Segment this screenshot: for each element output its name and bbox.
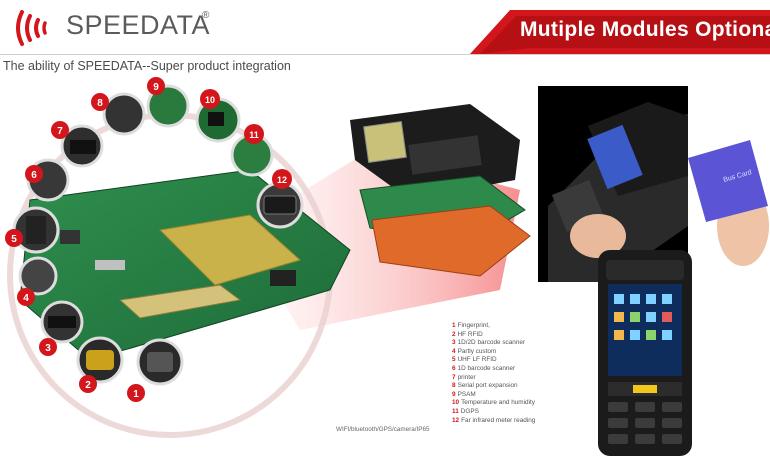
banner-text: Mutiple Modules Optional xyxy=(520,18,770,41)
svg-text:8: 8 xyxy=(97,98,103,109)
features-footnote: WIFI/bluetooth/GPS/camera/IP65 xyxy=(336,426,430,433)
svg-text:11: 11 xyxy=(249,130,259,140)
brand-name: SPEEDATA xyxy=(66,10,211,40)
banner-ribbon xyxy=(470,10,770,54)
module-board-illustration: 1 2 3 4 5 6 7 8 9 10 11 12 xyxy=(5,77,531,438)
svg-text:2: 2 xyxy=(85,380,91,391)
svg-text:12: 12 xyxy=(277,175,287,185)
module-number-badges: 1 2 3 4 5 6 7 8 9 10 11 12 xyxy=(5,77,292,402)
handheld-terminal-photo xyxy=(598,250,692,456)
tagline: The ability of SPEEDATA--Super product i… xyxy=(3,59,291,73)
module-circles xyxy=(12,84,304,386)
svg-text:9: 9 xyxy=(153,82,159,93)
svg-text:3: 3 xyxy=(45,343,51,354)
svg-text:1: 1 xyxy=(133,389,139,400)
header-divider xyxy=(0,54,770,55)
svg-text:5: 5 xyxy=(11,234,17,245)
svg-text:6: 6 xyxy=(31,170,37,181)
svg-text:7: 7 xyxy=(57,126,63,137)
logo-wave-icon xyxy=(16,10,47,46)
svg-text:4: 4 xyxy=(23,293,29,304)
svg-text:10: 10 xyxy=(205,95,215,105)
exploded-device xyxy=(350,104,531,277)
registered-mark: ® xyxy=(202,10,210,21)
handheld-card-photo: Bus Card xyxy=(538,86,770,282)
